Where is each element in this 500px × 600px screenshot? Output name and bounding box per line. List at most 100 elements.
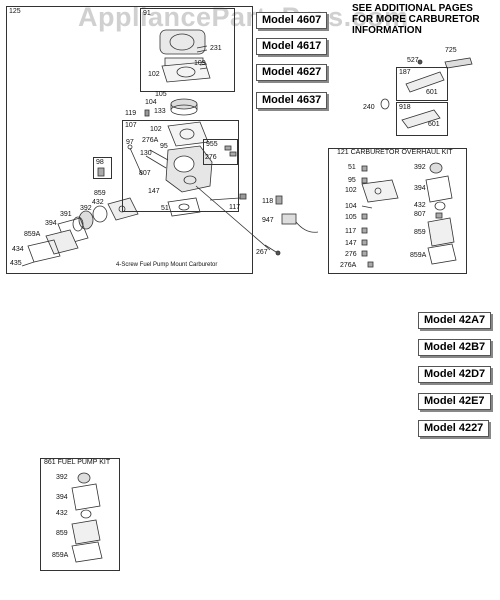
- label-601b: 601: [428, 121, 440, 128]
- label-147: 147: [148, 188, 160, 195]
- part-118: [275, 195, 283, 205]
- main-box-ref: 125: [9, 8, 21, 15]
- carb-body-part: [145, 145, 213, 193]
- model-42d7-button[interactable]: Model 42D7: [418, 366, 492, 383]
- screws-955-part: [224, 145, 237, 157]
- label-109: 109: [194, 60, 206, 67]
- label-276a: 276A: [142, 137, 159, 144]
- model-4607-button[interactable]: Model 4607: [256, 12, 328, 29]
- fpk-432: 432: [56, 510, 68, 517]
- kit-right-807: 807: [414, 211, 426, 218]
- bracket-601b-part: [401, 109, 441, 129]
- main-box-caption: 4-Screw Fuel Pump Mount Carburetor: [116, 262, 218, 268]
- sub-box-187-ref: 187: [399, 69, 411, 76]
- sub-box-918-ref: 918: [399, 104, 411, 111]
- pump-body-part: [159, 29, 206, 69]
- label-102b: 102: [150, 126, 162, 133]
- label-394: 394: [45, 220, 57, 227]
- note-line-2: FOR MORE CARBURETOR: [352, 14, 480, 25]
- label-527: 527: [407, 57, 419, 64]
- label-392: 392: [80, 205, 92, 212]
- model-4617-button[interactable]: Model 4617: [256, 38, 328, 55]
- screws-231-part: [196, 45, 208, 70]
- kit-left-51: 51: [348, 164, 356, 171]
- rod-725-part: [444, 57, 473, 69]
- kit-left-104: 104: [345, 203, 357, 210]
- label-391: 391: [60, 211, 72, 218]
- fpk-392: 392: [56, 474, 68, 481]
- model-42a7-button[interactable]: Model 42A7: [418, 312, 492, 329]
- fuel-pump-kit-box: [40, 458, 120, 571]
- label-104: 104: [145, 99, 157, 106]
- label-435: 435: [10, 260, 22, 267]
- label-102a: 102: [148, 71, 160, 78]
- fpk-394: 394: [56, 494, 68, 501]
- sub-box-918: [396, 102, 448, 136]
- part-947: [281, 213, 319, 233]
- label-97: 97: [126, 139, 134, 146]
- label-432: 432: [92, 199, 104, 206]
- kit-right-859: 859: [414, 229, 426, 236]
- model-42e7-button[interactable]: Model 42E7: [418, 393, 491, 410]
- label-130: 130: [140, 150, 152, 157]
- kit-right-859a: 859A: [410, 252, 427, 259]
- fuel-pump-kit-items: [71, 472, 103, 563]
- bracket-601a-part: [405, 71, 445, 93]
- sub-box-98-ref: 98: [96, 159, 104, 166]
- sub-box-107-ref: 107: [125, 122, 137, 129]
- sub-box-91-ref: 91: [143, 10, 151, 17]
- sub-box-955-ref: 955: [206, 141, 218, 148]
- pump-gasket-part: [161, 61, 211, 83]
- label-240: 240: [363, 104, 375, 111]
- part-527: [417, 59, 423, 65]
- label-105: 105: [155, 91, 167, 98]
- pump-859a-part: [45, 229, 79, 255]
- label-434: 434: [12, 246, 24, 253]
- main-carburetor-box: [6, 6, 253, 274]
- bowl-ring-part: [170, 98, 198, 116]
- sub-box-955: [203, 139, 238, 165]
- label-859a: 859A: [24, 231, 41, 238]
- sub-box-187: [396, 67, 448, 101]
- sub-box-98: [93, 157, 112, 179]
- label-807: 807: [139, 170, 151, 177]
- kit-left-117: 117: [345, 228, 357, 235]
- part-240: [380, 98, 390, 110]
- fpk-859a: 859A: [52, 552, 69, 559]
- kit-left-105: 105: [345, 214, 357, 221]
- label-119: 119: [125, 110, 137, 117]
- kit-right-392: 392: [414, 164, 426, 171]
- kit-left-95: 95: [348, 177, 356, 184]
- screw-435-part: [21, 261, 35, 267]
- label-117: 117: [229, 204, 241, 211]
- gasket-102b-part: [167, 121, 209, 147]
- label-725: 725: [445, 47, 457, 54]
- label-51: 51: [161, 205, 169, 212]
- pump-diaphragm-432-part: [92, 205, 108, 223]
- fitting-98-part: [97, 167, 105, 177]
- kit-items-left: [361, 165, 399, 268]
- watermark: AppliancePartsPros.com: [78, 2, 409, 32]
- label-118: 118: [262, 198, 274, 205]
- kit-right-432: 432: [414, 202, 426, 209]
- model-4627-button[interactable]: Model 4627: [256, 64, 328, 81]
- label-267: 267: [256, 249, 268, 256]
- needle-97-part: [127, 144, 143, 176]
- overhaul-kit-box: [328, 148, 467, 274]
- label-95: 95: [160, 143, 168, 150]
- kit-right-394: 394: [414, 185, 426, 192]
- sub-box-276-ref: 276: [205, 154, 217, 161]
- fuel-pump-kit-title: 861 FUEL PUMP KIT: [44, 459, 111, 466]
- label-601a: 601: [426, 89, 438, 96]
- model-4227-button[interactable]: Model 4227: [418, 420, 490, 437]
- kit-left-276a: 276A: [340, 262, 357, 269]
- model-4637-button[interactable]: Model 4637: [256, 92, 328, 109]
- kit-items-right: [425, 162, 457, 265]
- label-859: 859: [94, 190, 106, 197]
- part-267: [264, 244, 281, 256]
- overhaul-kit-title: 121 CARBURETOR OVERHAUL KIT: [337, 149, 453, 156]
- model-42b7-button[interactable]: Model 42B7: [418, 339, 492, 356]
- fpk-859: 859: [56, 530, 68, 537]
- kit-left-276: 276: [345, 251, 357, 258]
